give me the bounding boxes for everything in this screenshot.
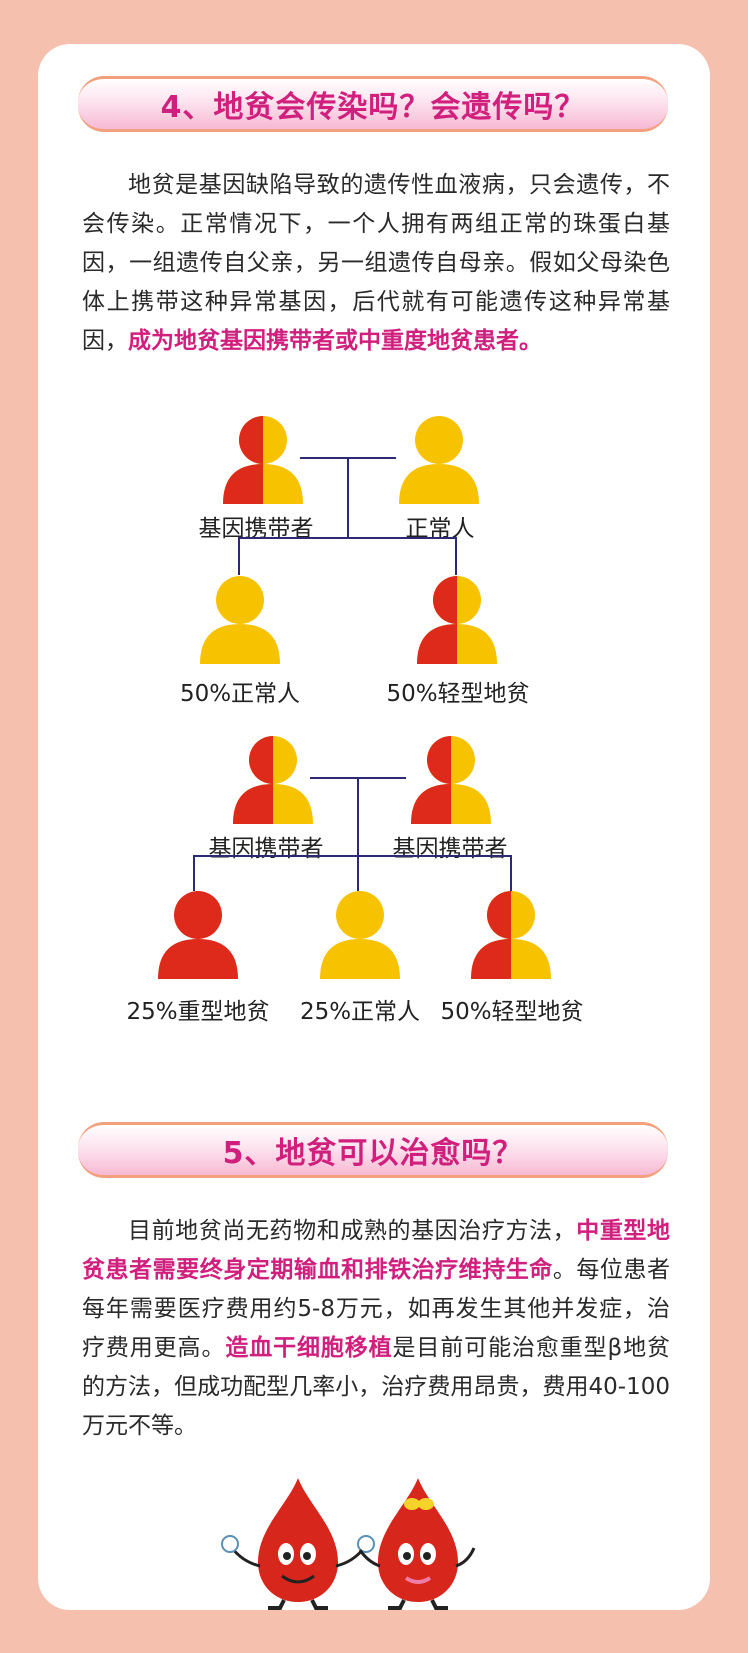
section-5-text-1: 目前地贫尚无药物和成熟的基因治疗方法， [128, 1218, 577, 1244]
content-card: 4、地贫会传染吗？会遗传吗？ 地贫是基因缺陷导致的遗传性血液病，只会遗传，不会传… [38, 44, 710, 1610]
connector-line [238, 537, 240, 575]
child-left-label: 50%正常人 [179, 681, 301, 707]
connector-line [510, 855, 512, 891]
section-4-body-highlight: 成为地贫基因携带者或中重度地贫患者。 [128, 328, 542, 354]
parent-right-label: 基因携带者 [392, 836, 508, 862]
section-5-highlight-1: 中重型地贫患者需要终身定期输血和排铁治疗维持生命 [82, 1218, 671, 1283]
connector-line [455, 537, 457, 575]
child-mid-label: 25%正常人 [299, 999, 421, 1025]
connector-line [357, 777, 359, 857]
normal-child-icon [320, 891, 400, 979]
carrier-child-icon [471, 891, 551, 979]
section-5-text-2: 。每位患者每年需要医疗费用约5-8万元，如再发生其他并发症，治疗费用更高。 [82, 1257, 671, 1361]
child-right-label: 50%轻型地贫 [386, 681, 530, 707]
connector-line [193, 855, 512, 857]
parent-left-label: 基因携带者 [208, 836, 324, 862]
connector-line [238, 537, 457, 539]
blood-drop-mascot-girl-icon [358, 1478, 476, 1610]
child-right-label: 50%轻型地贫 [440, 999, 584, 1025]
carrier-child-icon [417, 576, 497, 664]
section-5-text-3: 是目前可能治愈重型β地贫的方法，但成功配型几率小，治疗费用昂贵，费用40-100… [82, 1335, 670, 1439]
carrier-person-icon [223, 416, 303, 504]
normal-child-icon [200, 576, 280, 664]
section-4-body-text: 地贫是基因缺陷导致的遗传性血液病，只会遗传，不会传染。正常情况下，一个人拥有两组… [82, 172, 670, 354]
blood-drop-mascots-illustration [221, 1478, 476, 1610]
section-5-body: 目前地贫尚无药物和成熟的基因治疗方法，中重型地贫患者需要终身定期输血和排铁治疗维… [82, 1212, 670, 1446]
carrier-person-icon [411, 736, 491, 824]
child-left-label: 25%重型地贫 [126, 999, 270, 1025]
connector-line [347, 457, 349, 539]
blood-drop-mascot-boy-icon [221, 1478, 375, 1610]
connector-line [193, 855, 195, 891]
carrier-person-icon [233, 736, 313, 824]
section-4-title: 4、地贫会传染吗？会遗传吗？ [78, 76, 668, 132]
normal-person-icon [399, 416, 479, 504]
section-5-highlight-2: 造血干细胞移植 [225, 1335, 393, 1361]
section-4-body: 地贫是基因缺陷导致的遗传性血液病，只会遗传，不会传染。正常情况下，一个人拥有两组… [82, 166, 670, 361]
connector-line [357, 855, 359, 891]
major-thalassemia-child-icon [158, 891, 238, 979]
section-5-title: 5、地贫可以治愈吗？ [78, 1122, 668, 1178]
